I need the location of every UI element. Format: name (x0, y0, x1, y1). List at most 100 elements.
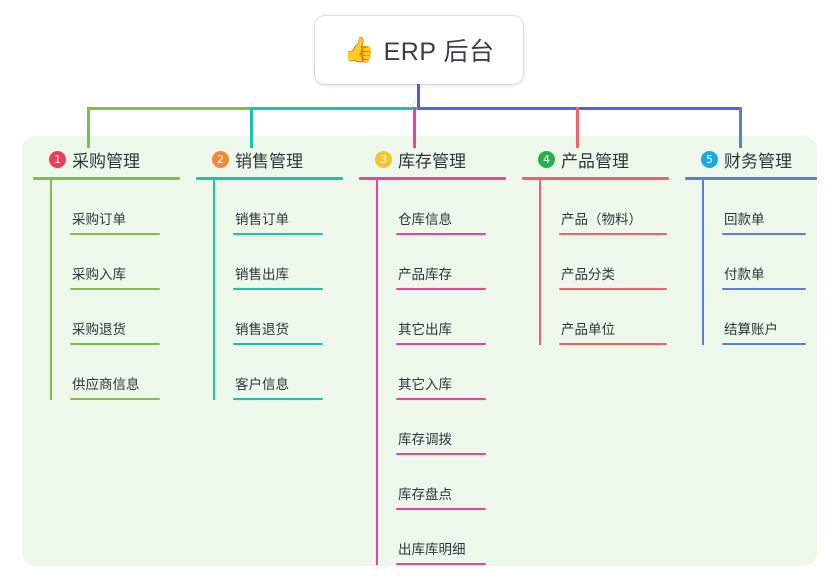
leaf-node[interactable]: 销售退货 (213, 290, 343, 345)
branch-items-3: 仓库信息产品库存其它出库其它入库库存调拨库存盘点出库库明细 (359, 180, 506, 565)
leaf-rule (70, 233, 160, 235)
leaf-node[interactable]: 产品（物料） (539, 180, 669, 235)
leaf-label: 采购退货 (72, 322, 126, 337)
connector-bus-2 (250, 107, 421, 110)
leaf-rule (233, 343, 323, 345)
leaf-rule (233, 233, 323, 235)
leaf-node[interactable]: 库存调拨 (376, 400, 506, 455)
branch-header-rule-2 (196, 177, 343, 180)
leaf-rule (722, 233, 806, 235)
leaf-rule (722, 343, 806, 345)
connector-bus-3 (418, 107, 742, 110)
leaf-label: 产品库存 (398, 267, 452, 282)
leaf-node[interactable]: 仓库信息 (376, 180, 506, 235)
leaf-rule (233, 288, 323, 290)
connector-drop-3 (413, 107, 416, 148)
leaf-rule (722, 288, 806, 290)
branch-header-4[interactable]: 4 产品管理 (522, 146, 669, 172)
leaf-node[interactable]: 回款单 (702, 180, 817, 235)
leaf-label: 其它入库 (398, 377, 452, 392)
leaf-label: 供应商信息 (72, 377, 140, 392)
leaf-rule (396, 343, 486, 345)
leaf-node[interactable]: 产品单位 (539, 290, 669, 345)
leaf-node[interactable]: 其它出库 (376, 290, 506, 345)
leaf-label: 采购入库 (72, 267, 126, 282)
leaf-node[interactable]: 其它入库 (376, 345, 506, 400)
branch-trunk-5 (702, 180, 704, 345)
leaf-node[interactable]: 结算账户 (702, 290, 817, 345)
leaf-label: 销售退货 (235, 322, 289, 337)
leaf-node[interactable]: 库存盘点 (376, 455, 506, 510)
leaf-rule (559, 343, 667, 345)
branch-badge-3: 3 (375, 150, 392, 168)
leaf-node[interactable]: 供应商信息 (50, 345, 180, 400)
branch-column-2: 2 销售管理销售订单销售出库销售退货客户信息 (196, 146, 343, 400)
leaf-label: 结算账户 (724, 322, 778, 337)
branch-items-4: 产品（物料） 产品分类产品单位 (522, 180, 669, 345)
branch-badge-5: 5 (701, 150, 718, 168)
leaf-node[interactable]: 销售出库 (213, 235, 343, 290)
leaf-node[interactable]: 销售订单 (213, 180, 343, 235)
root-node-erp[interactable]: 👍 ERP 后台 (315, 16, 523, 84)
branch-trunk-3 (376, 180, 378, 565)
leaf-rule (396, 563, 486, 565)
connector-drop-4 (576, 107, 579, 148)
branch-title-3: 库存管理 (398, 151, 466, 171)
branch-items-1: 采购订单采购入库采购退货供应商信息 (33, 180, 180, 400)
leaf-node[interactable]: 客户信息 (213, 345, 343, 400)
branch-trunk-1 (50, 180, 52, 400)
branch-title-2: 销售管理 (235, 151, 303, 171)
leaf-node[interactable]: 产品库存 (376, 235, 506, 290)
branch-title-5: 财务管理 (724, 151, 792, 171)
leaf-label: 付款单 (724, 267, 765, 282)
branch-header-1[interactable]: 1 采购管理 (33, 146, 180, 172)
connector-drop-5 (739, 107, 742, 148)
connector-bus-1 (87, 107, 253, 110)
leaf-label: 回款单 (724, 212, 765, 227)
leaf-node[interactable]: 产品分类 (539, 235, 669, 290)
leaf-rule (396, 288, 486, 290)
branch-header-rule-5 (685, 177, 817, 180)
leaf-label: 销售出库 (235, 267, 289, 282)
leaf-node[interactable]: 采购订单 (50, 180, 180, 235)
branch-trunk-4 (539, 180, 541, 345)
branch-header-rule-1 (33, 177, 180, 180)
leaf-label: 库存调拨 (398, 432, 452, 447)
leaf-node[interactable]: 出库库明细 (376, 510, 506, 565)
connector-root-stem (417, 84, 420, 110)
leaf-rule (70, 343, 160, 345)
branch-header-3[interactable]: 3 库存管理 (359, 146, 506, 172)
diagram-panel (22, 136, 817, 566)
branch-title-1: 采购管理 (72, 151, 140, 171)
leaf-rule (70, 398, 160, 400)
branch-column-3: 3 库存管理仓库信息产品库存其它出库其它入库库存调拨库存盘点出库库明细 (359, 146, 506, 565)
branch-header-2[interactable]: 2 销售管理 (196, 146, 343, 172)
leaf-rule (70, 288, 160, 290)
leaf-rule (396, 508, 486, 510)
branch-badge-1: 1 (49, 150, 66, 168)
leaf-label: 出库库明细 (398, 542, 466, 557)
leaf-rule (396, 453, 486, 455)
connector-drop-2 (250, 107, 253, 148)
leaf-node[interactable]: 采购入库 (50, 235, 180, 290)
branch-column-4: 4 产品管理产品（物料） 产品分类产品单位 (522, 146, 669, 345)
leaf-label: 采购订单 (72, 212, 126, 227)
branch-trunk-2 (213, 180, 215, 400)
leaf-rule (396, 398, 486, 400)
branch-header-rule-4 (522, 177, 669, 180)
branch-title-4: 产品管理 (561, 151, 629, 171)
leaf-rule (396, 233, 486, 235)
leaf-node[interactable]: 付款单 (702, 235, 817, 290)
leaf-rule (233, 398, 323, 400)
leaf-label: 产品单位 (561, 322, 615, 337)
leaf-rule (559, 288, 667, 290)
branch-header-rule-3 (359, 177, 506, 180)
branch-items-2: 销售订单销售出库销售退货客户信息 (196, 180, 343, 400)
branch-badge-2: 2 (212, 150, 229, 168)
branch-header-5[interactable]: 5 财务管理 (685, 146, 817, 172)
leaf-node[interactable]: 采购退货 (50, 290, 180, 345)
root-node-title: ERP 后台 (383, 38, 495, 66)
leaf-label: 产品（物料） (561, 212, 642, 227)
branch-badge-4: 4 (538, 150, 555, 168)
